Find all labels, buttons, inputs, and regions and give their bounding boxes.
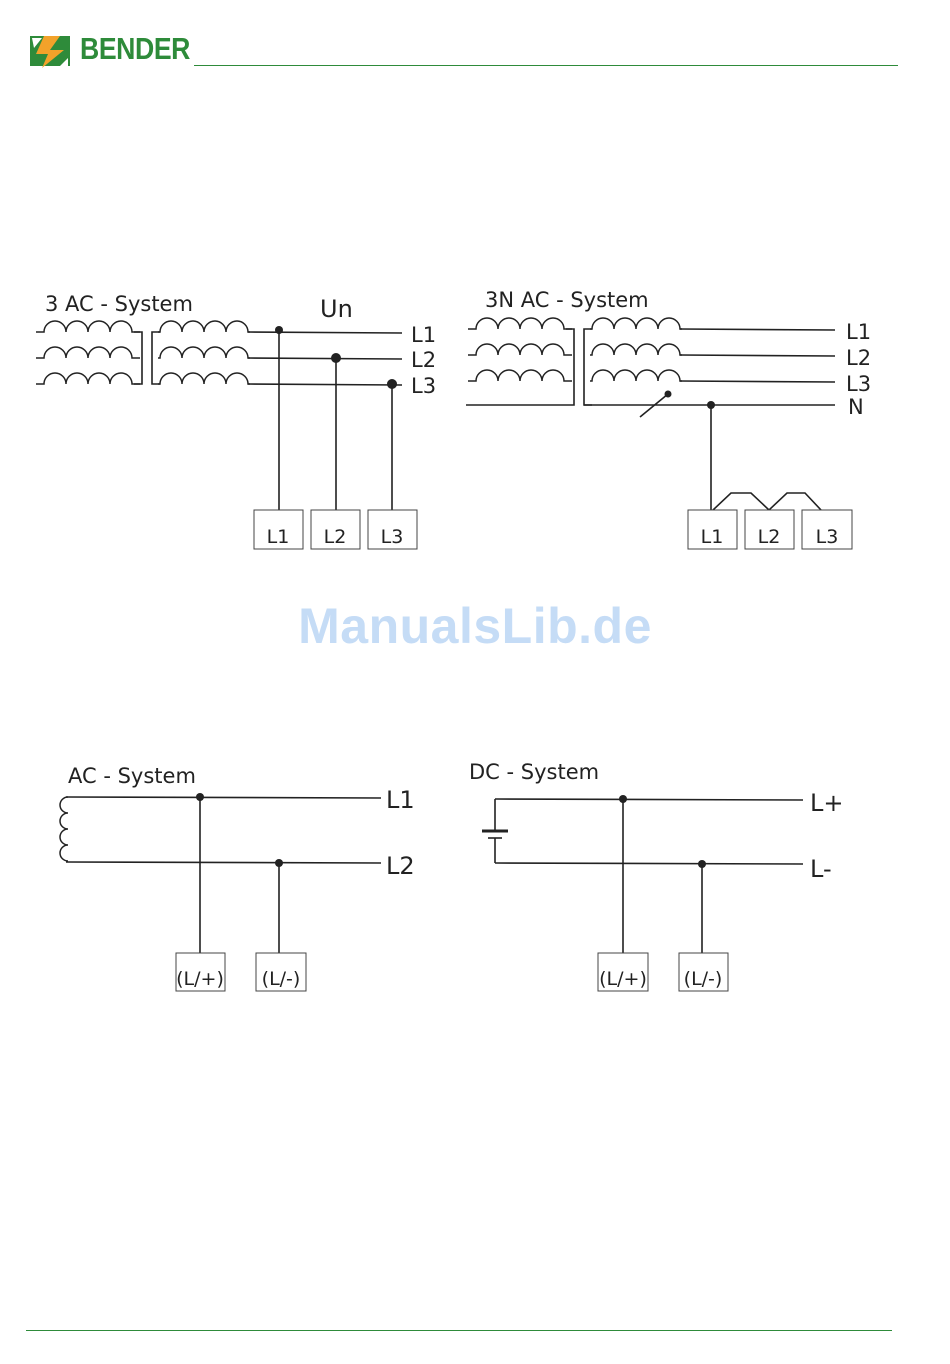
terminal-label: (L/+) bbox=[599, 968, 647, 990]
transformer-primary-icon bbox=[466, 318, 574, 405]
terminal-label: (L/-) bbox=[684, 968, 723, 990]
terminal-label: (L/-) bbox=[262, 968, 301, 990]
diagram-ac: AC - System L1 L2 (L/+) (L/-) bbox=[60, 764, 415, 991]
terminal-label: L2 bbox=[758, 526, 781, 548]
conductor-l3 bbox=[248, 384, 402, 385]
terminal-label: (L/+) bbox=[176, 968, 224, 990]
conductor-lplus bbox=[495, 799, 803, 800]
diagram-3nac: 3N AC - System L1 L2 L3 N L1 bbox=[466, 288, 871, 549]
footer-rule bbox=[26, 1330, 892, 1331]
line-label: L3 bbox=[411, 374, 436, 398]
diagram-3ac-title: 3 AC - System bbox=[45, 292, 193, 316]
battery-icon bbox=[482, 799, 508, 863]
junction-node bbox=[331, 353, 341, 363]
transformer-secondary-icon bbox=[152, 321, 250, 384]
diagram-3ac: 3 AC - System Un L1 L2 L3 bbox=[36, 292, 436, 549]
conductor-l2 bbox=[66, 862, 381, 863]
line-label: L1 bbox=[386, 786, 415, 814]
diagram-dc-title: DC - System bbox=[469, 760, 599, 784]
line-label: L2 bbox=[846, 346, 871, 370]
line-label: L- bbox=[810, 855, 832, 883]
line-label: L1 bbox=[846, 320, 871, 344]
conductor-l1 bbox=[680, 329, 835, 330]
line-label: L1 bbox=[411, 323, 436, 347]
conductor-lminus bbox=[495, 863, 803, 864]
transformer-primary-icon bbox=[36, 321, 142, 384]
winding-icon bbox=[60, 797, 68, 861]
conductor-l1 bbox=[248, 332, 402, 333]
terminal-label: L2 bbox=[324, 526, 347, 548]
diagram-3nac-title: 3N AC - System bbox=[485, 288, 649, 312]
terminal-label: L1 bbox=[267, 526, 290, 548]
terminal-label: L1 bbox=[701, 526, 724, 548]
voltage-label: Un bbox=[320, 295, 353, 323]
line-label: L2 bbox=[411, 348, 436, 372]
diagram-dc: DC - System L+ L- (L/+) (L/-) bbox=[469, 760, 843, 991]
jumper-wire-icon bbox=[713, 493, 821, 510]
line-label: L+ bbox=[810, 789, 843, 817]
terminal-label: L3 bbox=[816, 526, 839, 548]
conductor-l1 bbox=[66, 797, 381, 798]
terminal-label: L3 bbox=[381, 526, 404, 548]
line-label: N bbox=[848, 395, 864, 419]
line-label: L3 bbox=[846, 372, 871, 396]
junction-node bbox=[387, 379, 397, 389]
junction-node bbox=[275, 326, 283, 334]
diagram-ac-title: AC - System bbox=[68, 764, 196, 788]
line-label: L2 bbox=[386, 852, 415, 880]
conductor-l2 bbox=[680, 355, 835, 356]
conductor-l3 bbox=[680, 381, 835, 382]
conductor-l2 bbox=[248, 358, 402, 359]
